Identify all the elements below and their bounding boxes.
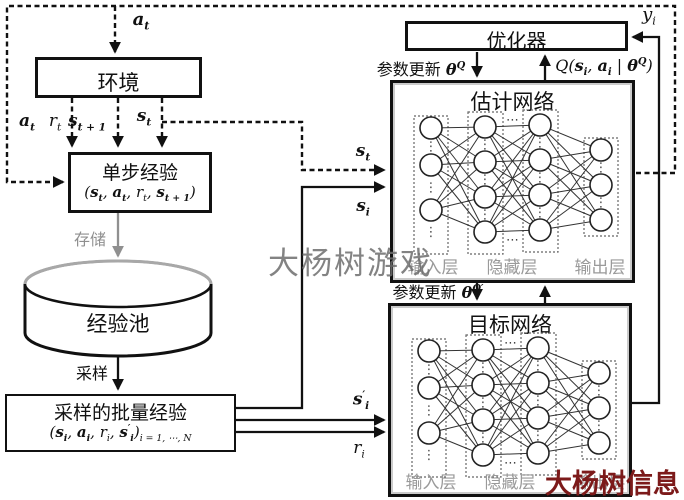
svg-text:⋮: ⋮ [425, 225, 438, 240]
label-q-value: Q(si, ai | θQ) [555, 56, 653, 79]
eval-network-graph: ⋮ ⋮ ⋮ ⋮ ⋮ ⋮ ⋮ ⋮ ⋮ ⋮ ⋮ ⋯ ⋯ [413, 109, 619, 255]
label-y-i: yi [642, 4, 656, 28]
svg-text:⋮: ⋮ [595, 161, 608, 176]
single-step-experience-box: 单步经验 (st, at, rt, st + 1) [68, 152, 212, 213]
svg-text:⋮: ⋮ [534, 136, 547, 151]
sampled-batch-formula: (si, ai, ri, s′i)i = 1, ⋯, N [49, 423, 192, 444]
single-step-title: 单步经验 [101, 162, 178, 184]
label-s-i-prime: s′i [352, 389, 370, 413]
label-store: 存储 [73, 230, 107, 249]
target-output-layer-label: 输出层 [574, 473, 626, 493]
svg-text:⋯: ⋯ [506, 113, 519, 128]
eval-input-layer-label: 输入层 [407, 258, 459, 278]
svg-text:⋮: ⋮ [423, 363, 436, 378]
label-r-i: ri [353, 438, 365, 461]
svg-text:⋮: ⋮ [423, 404, 436, 419]
s-t-to-eval-wire [162, 120, 386, 176]
label-s-t-mid: st [355, 141, 371, 164]
label-s-i: si [356, 196, 370, 219]
svg-text:⋮: ⋮ [595, 196, 608, 211]
optimizer-box: 优化器 [405, 21, 628, 53]
svg-text:⋮: ⋮ [425, 140, 438, 155]
svg-text:⋮: ⋮ [534, 171, 547, 186]
svg-text:⋮: ⋮ [593, 419, 606, 434]
target-hidden-layer-label: 隐藏层 [484, 473, 536, 493]
replay-pool-label: 经验池 [86, 312, 150, 336]
svg-text:⋯: ⋯ [504, 456, 517, 471]
svg-text:⋮: ⋮ [532, 359, 545, 374]
label-sample: 采样 [75, 364, 109, 383]
svg-text:⋮: ⋮ [425, 181, 438, 196]
target-input-layer-label: 输入层 [405, 473, 457, 493]
label-s-t-plus1: st + 1 [68, 111, 106, 134]
target-network-graph: ⋮ ⋮ ⋮ ⋮ ⋮ ⋮ ⋮ ⋮ ⋮ ⋮ ⋮ ⋯ ⋯ [411, 332, 617, 478]
svg-text:⋯: ⋯ [504, 336, 517, 351]
single-step-formula: (st, at, rt, st + 1) [84, 183, 196, 204]
eval-hidden-layer-label: 隐藏层 [486, 258, 538, 278]
svg-text:⋮: ⋮ [479, 138, 492, 153]
svg-text:⋮: ⋮ [534, 206, 547, 221]
svg-text:⋮: ⋮ [532, 429, 545, 444]
eval-output-layer-label: 输出层 [574, 258, 626, 278]
a-t-feedback-wire [5, 4, 677, 188]
environment-label: 环境 [97, 71, 140, 95]
y-i-wire [631, 31, 661, 405]
svg-text:⋮: ⋮ [423, 448, 436, 463]
watermark-center: 大杨树游戏 [268, 246, 433, 282]
svg-text:⋮: ⋮ [477, 396, 490, 411]
s-i-wire [236, 181, 386, 410]
label-a-t-top: at [132, 9, 150, 33]
optimizer-label: 优化器 [486, 29, 547, 53]
svg-text:⋮: ⋮ [479, 173, 492, 188]
label-a-t: at [19, 111, 35, 134]
svg-text:⋮: ⋮ [532, 394, 545, 409]
label-s-t: st [136, 106, 152, 129]
svg-text:⋮: ⋮ [477, 431, 490, 446]
svg-text:⋮: ⋮ [479, 208, 492, 223]
label-param-update-q: 参数更新 θQ [376, 60, 466, 79]
watermark-bottom-right: 大杨树信息网 [545, 469, 680, 500]
sampled-batch-box: 采样的批量经验 (si, ai, ri, s′i)i = 1, ⋯, N [5, 394, 236, 452]
svg-text:⋮: ⋮ [477, 361, 490, 376]
label-r-t: rt [48, 111, 62, 134]
svg-text:⋯: ⋯ [506, 233, 519, 248]
replay-pool-cylinder [23, 259, 213, 358]
environment-box: 环境 [35, 57, 202, 98]
sampled-batch-title: 采样的批量经验 [53, 402, 187, 424]
svg-text:⋮: ⋮ [593, 384, 606, 399]
